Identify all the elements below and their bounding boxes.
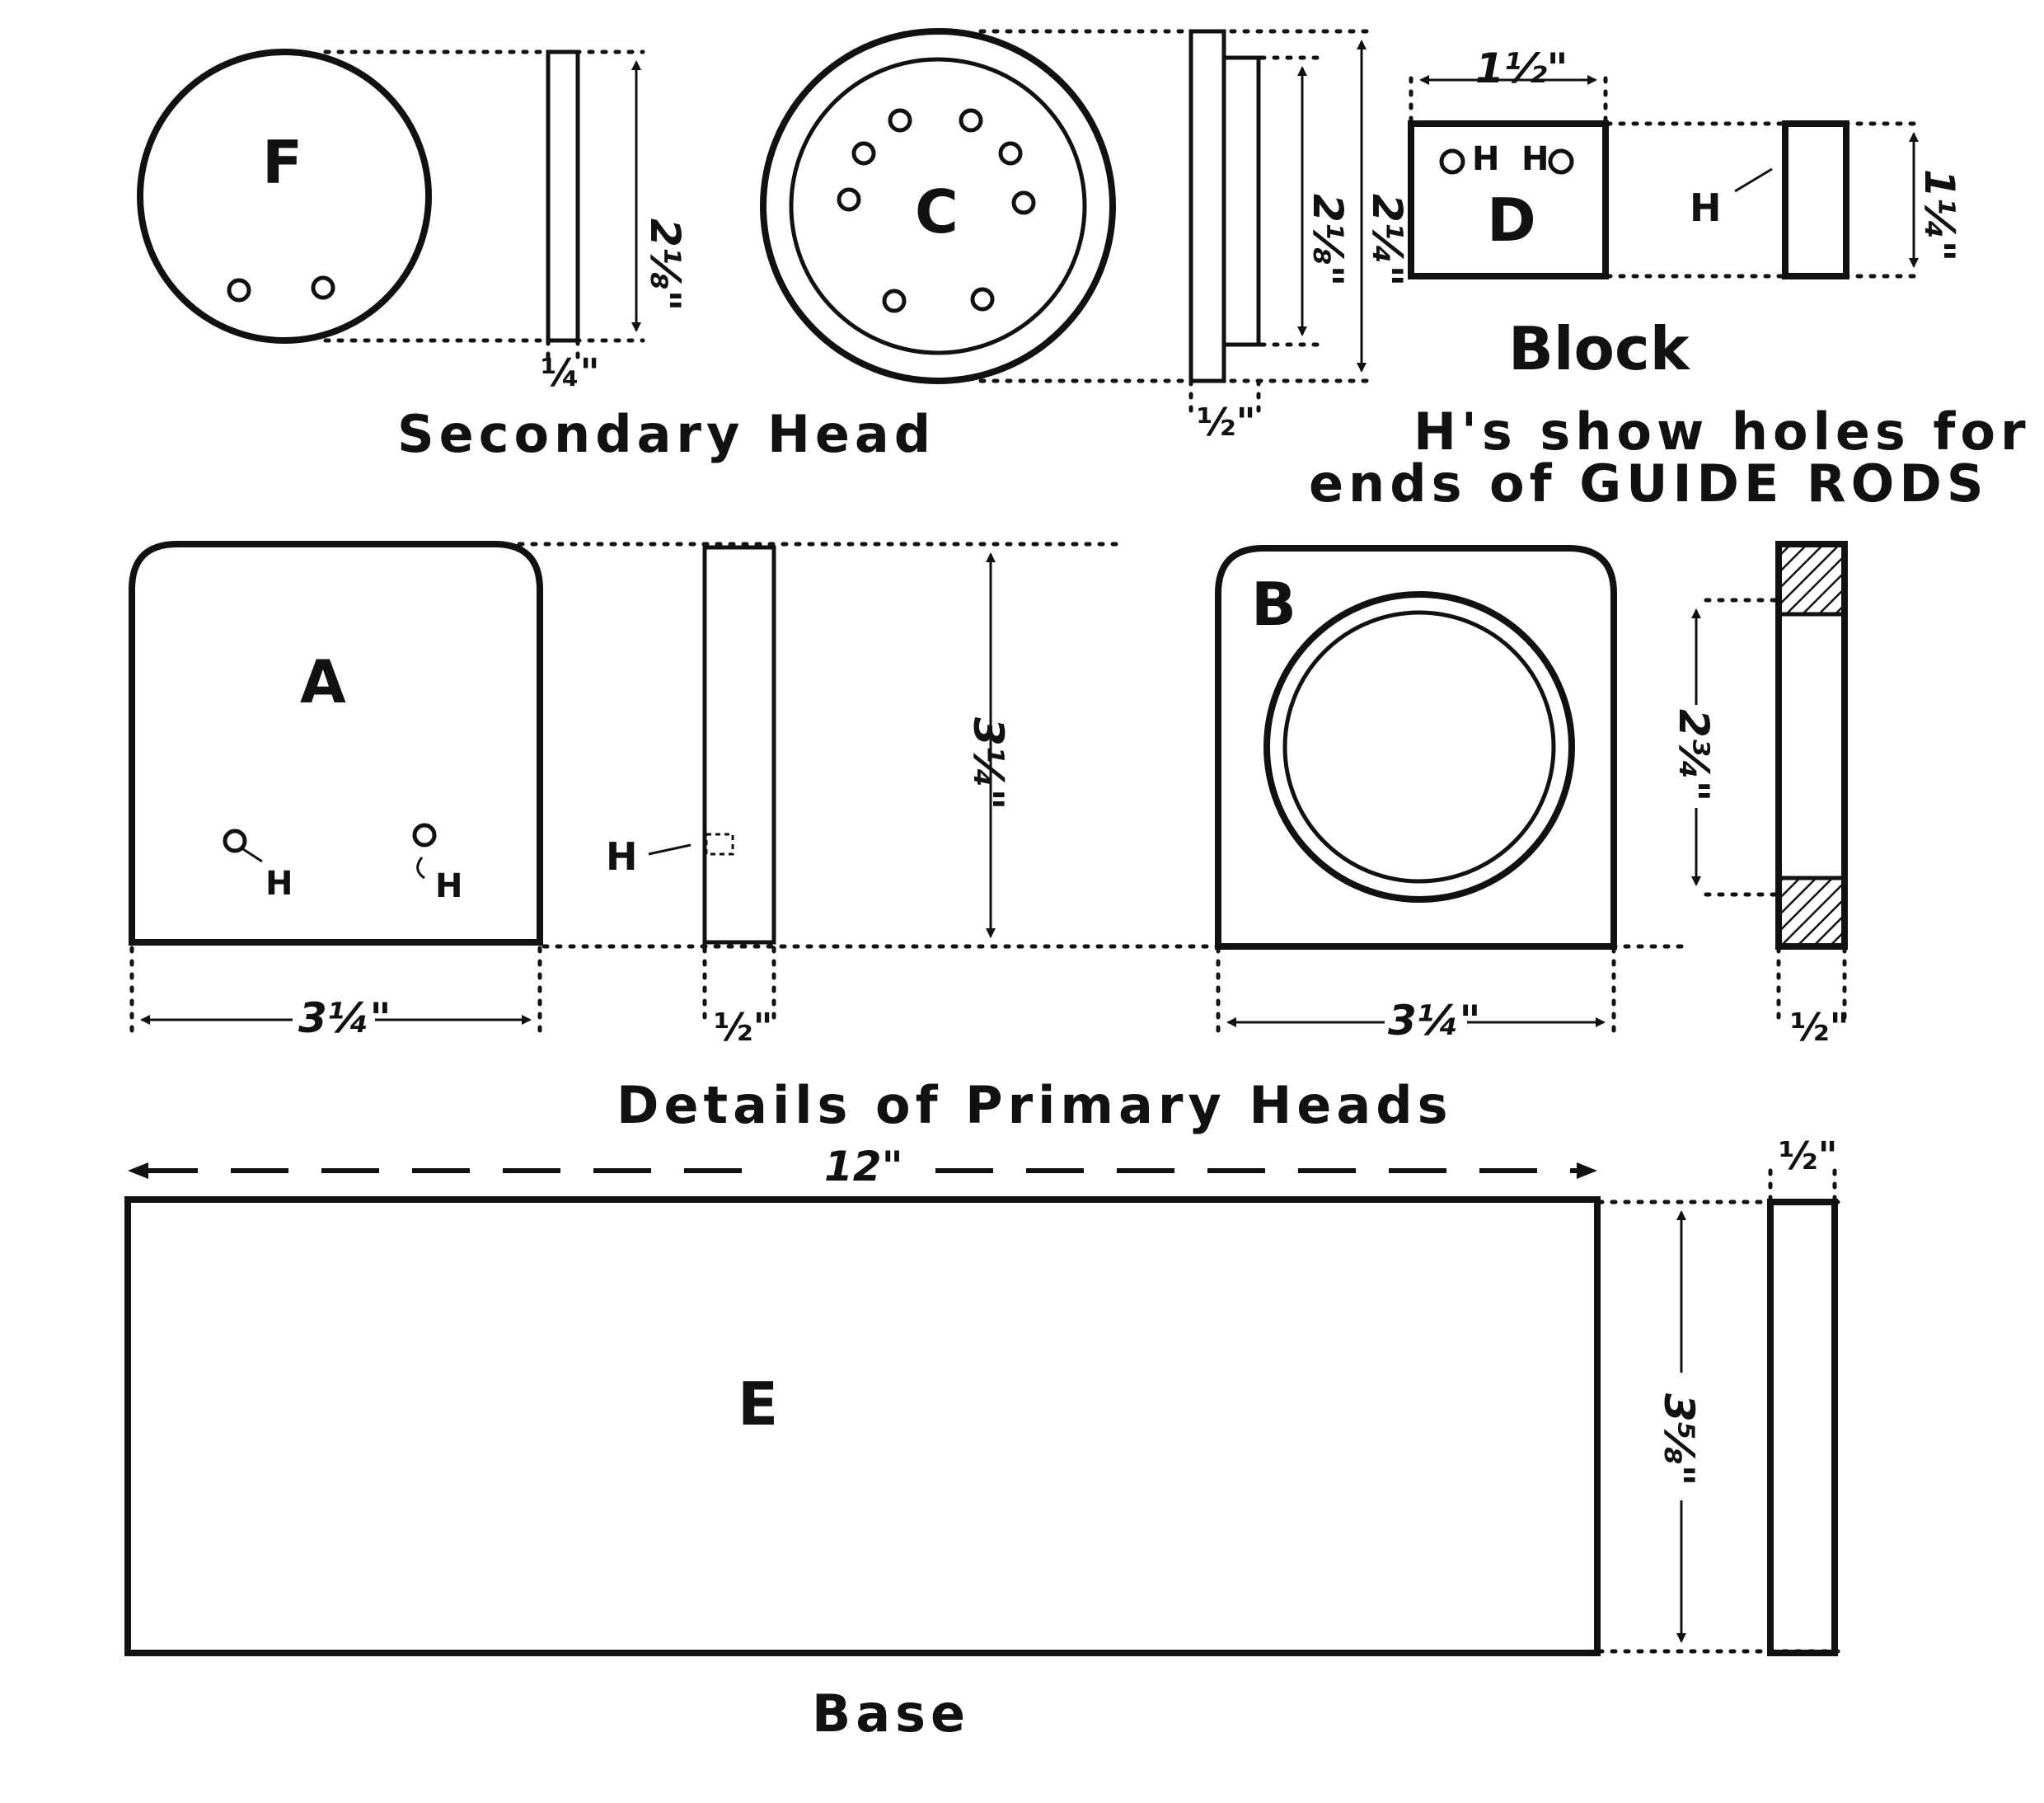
b-thickness-dim: ½" (1790, 1005, 1849, 1049)
caption-secondary-head: Secondary Head (397, 404, 935, 464)
part-e-face (124, 1196, 1601, 1656)
e-width-dim: 3⅝" (1655, 1393, 1703, 1486)
c-outer-dim: 2¼" (1363, 194, 1411, 287)
part-a-hole-right (412, 823, 437, 848)
caption-note-line2: ends of GUIDE RODS (1309, 453, 1988, 514)
part-b-face (1215, 545, 1617, 950)
part-d-hole-right (1548, 148, 1574, 175)
part-d-side (1782, 120, 1849, 279)
part-f-side (546, 49, 580, 343)
part-a-label: A (300, 647, 346, 716)
caption-base: Base (812, 1683, 970, 1744)
d-height-dim: 1¼" (1915, 169, 1963, 262)
b-width-dim: 3¼" (1388, 997, 1481, 1045)
part-b-bore-inner (1282, 610, 1556, 884)
e-thickness-dim: ½" (1779, 1134, 1838, 1178)
c-thickness-dim: ½" (1197, 400, 1256, 444)
part-d-face (1408, 120, 1609, 279)
part-c-label: C (915, 177, 959, 247)
part-a-side-h: H (606, 834, 638, 879)
a-width-dim: 3¼" (298, 994, 391, 1042)
part-e-label: E (738, 1369, 778, 1439)
a-thickness-dim: ½" (714, 1005, 773, 1049)
part-d-label: D (1487, 185, 1536, 255)
part-c-side-boss (1221, 55, 1261, 347)
f-height-dim: 2⅛" (641, 218, 689, 312)
part-d-hole-h-left: H (1472, 140, 1499, 178)
b-bore-dim: 2¾" (1670, 709, 1718, 802)
part-a-hole-h-left: H (265, 865, 293, 903)
caption-primary-heads: Details of Primary Heads (616, 1075, 1452, 1135)
d-width-dim: 1½" (1475, 45, 1568, 92)
part-b-bore-outer (1263, 591, 1575, 903)
part-f-label: F (262, 128, 302, 197)
part-a-hole-left (223, 829, 247, 853)
part-f-face (137, 49, 432, 344)
part-d-hole-h-right: H (1521, 140, 1549, 178)
caption-block: Block (1508, 314, 1691, 383)
c-inner-dim: 2⅛" (1304, 194, 1352, 287)
e-length-dim: 12" (824, 1143, 903, 1190)
part-a-side (702, 545, 776, 945)
part-c-side-flange (1188, 29, 1226, 383)
part-b-section (1775, 541, 1848, 950)
f-thickness-dim: ¼" (541, 350, 600, 395)
a-height-dim: 3¼" (964, 717, 1012, 810)
part-d-side-h: H (1690, 185, 1722, 230)
part-a-hole-h-right: H (435, 867, 462, 905)
part-a-face (129, 541, 543, 946)
part-b-label: B (1251, 570, 1296, 639)
part-c-face (760, 28, 1116, 384)
part-d-hole-left (1439, 148, 1465, 175)
caption-note-line1: H's show holes for (1413, 401, 2031, 462)
part-e-side (1767, 1199, 1838, 1656)
